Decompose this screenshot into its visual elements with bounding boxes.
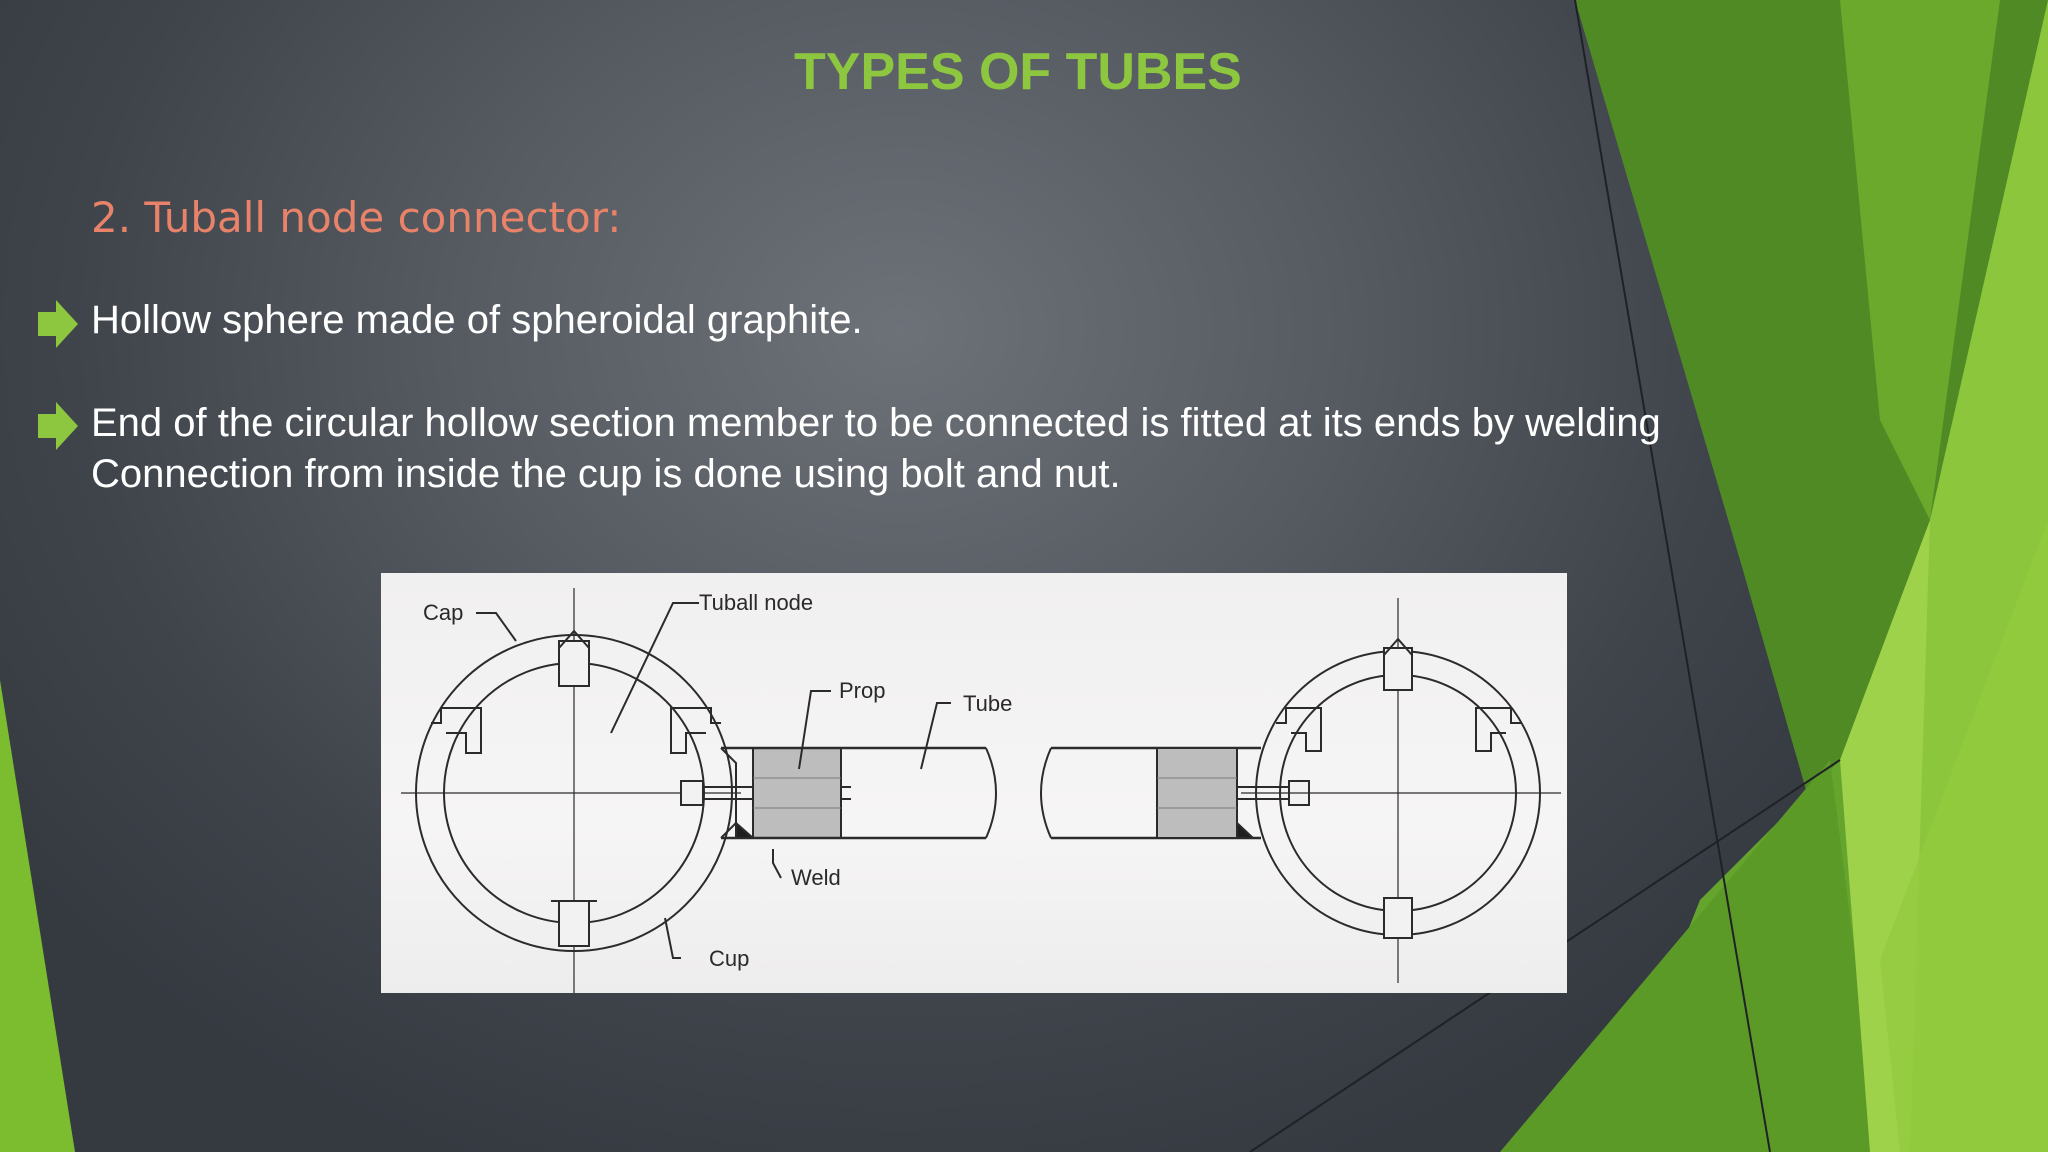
bullet-line: End of the circular hollow section membe… [91, 401, 1661, 445]
label-weld: Weld [791, 865, 841, 890]
arrow-right-icon [38, 402, 78, 450]
bullet-line: Connection from inside the cup is done u… [91, 452, 1121, 496]
slide-subtitle: 2. Tuball node connector: [91, 193, 622, 242]
label-cap: Cap [423, 600, 463, 625]
slide-title: TYPES OF TUBES [794, 43, 1242, 101]
label-cup: Cup [709, 946, 749, 971]
bullet-item: Hollow sphere made of spheroidal graphit… [91, 295, 863, 346]
label-prop: Prop [839, 678, 885, 703]
bullet-line: Hollow sphere made of spheroidal graphit… [91, 298, 863, 342]
label-tuball-node: Tuball node [699, 590, 813, 615]
label-tube: Tube [963, 691, 1012, 716]
tuball-node-diagram: Cap Tuball node Prop Tube Weld Cup [381, 573, 1567, 993]
bullet-item: End of the circular hollow section membe… [91, 398, 1661, 500]
arrow-right-icon [38, 300, 78, 348]
